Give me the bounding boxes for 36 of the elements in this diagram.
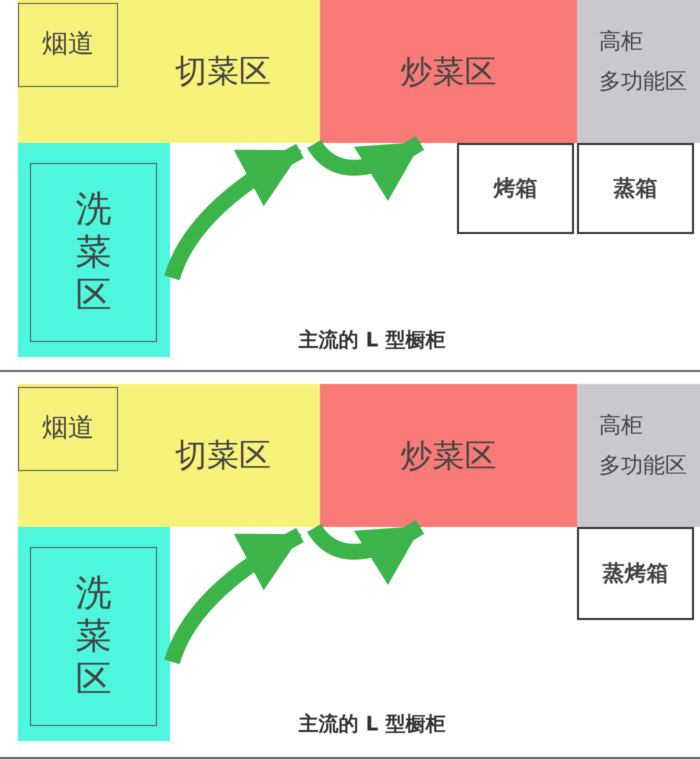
zone-label: 洗菜区 [74,188,112,318]
zone-block [18,387,118,471]
flow-arrow [164,528,304,665]
zone-block [18,3,118,87]
zone-label: 多功能区 [599,453,687,479]
zone-label: 切菜区 [174,52,272,90]
oven-box [457,143,574,234]
zone-label: 烟道 [42,30,94,60]
zone-label: 炒菜区 [400,53,496,90]
zone-label: 炒菜区 [400,437,496,474]
oven-box [577,527,694,620]
caption: 主流的 L 型橱柜 [298,710,446,738]
zone-label: 高柜 [599,29,643,55]
zone-label: 蒸烤箱 [602,560,668,586]
zone-label: 切菜区 [174,436,272,474]
zone-block [577,384,700,527]
caption: 主流的 L 型橱柜 [298,326,446,354]
zone-label: 多功能区 [599,69,687,95]
flow-arrow [164,144,304,281]
zone-block [320,0,577,143]
oven-box [577,143,694,234]
flow-arrow [307,520,424,584]
sink-box [30,547,157,726]
sink-box [30,163,157,342]
zone-label: 烟道 [42,414,94,444]
zone-block [18,0,320,143]
zone-label: 高柜 [599,413,643,439]
zone-block [18,143,170,357]
flow-arrow [307,136,424,200]
zone-block [18,384,320,527]
zone-block [577,0,700,143]
zone-label: 洗菜区 [74,572,112,702]
zone-label: 蒸箱 [614,176,658,202]
zone-block [320,384,577,527]
zone-label: 烤箱 [494,176,538,202]
zone-block [18,527,170,741]
